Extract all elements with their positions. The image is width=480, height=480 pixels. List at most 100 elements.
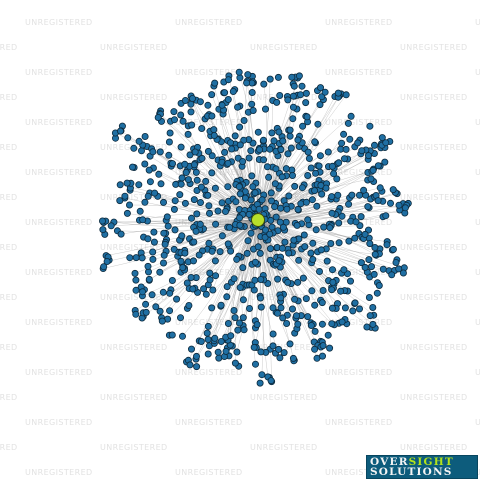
graph-node bbox=[389, 245, 397, 253]
graph-node bbox=[203, 329, 211, 337]
graph-node bbox=[187, 345, 195, 353]
graph-node bbox=[289, 115, 297, 123]
graph-node bbox=[159, 198, 167, 206]
graph-node bbox=[365, 293, 373, 301]
graph-node bbox=[337, 287, 345, 295]
graph-node bbox=[311, 345, 319, 353]
graph-node bbox=[261, 226, 269, 234]
graph-node bbox=[304, 313, 312, 321]
graph-node bbox=[328, 266, 336, 274]
graph-node bbox=[307, 164, 315, 172]
graph-node bbox=[117, 230, 125, 238]
graph-node bbox=[259, 136, 267, 144]
graph-node bbox=[266, 75, 274, 83]
graph-node bbox=[166, 289, 174, 297]
graph-node bbox=[268, 223, 276, 231]
graph-node bbox=[187, 214, 195, 222]
graph-node bbox=[181, 249, 189, 257]
graph-node bbox=[284, 96, 292, 104]
graph-node bbox=[217, 337, 225, 345]
graph-node bbox=[269, 330, 277, 338]
graph-edge bbox=[192, 219, 259, 290]
graph-node bbox=[361, 230, 369, 238]
graph-node bbox=[344, 119, 352, 127]
watermark-text: UNREGISTERED bbox=[475, 168, 480, 177]
graph-node bbox=[351, 299, 359, 307]
graph-node bbox=[256, 146, 264, 154]
graph-node bbox=[177, 143, 185, 151]
graph-node bbox=[299, 122, 307, 130]
graph-node bbox=[149, 255, 157, 263]
graph-node bbox=[314, 120, 322, 128]
graph-node bbox=[235, 319, 243, 327]
graph-node bbox=[227, 247, 235, 255]
graph-node bbox=[204, 191, 212, 199]
graph-node bbox=[305, 154, 313, 162]
graph-node bbox=[328, 304, 336, 312]
graph-node bbox=[190, 161, 198, 169]
graph-node bbox=[138, 254, 146, 262]
watermark-text: UNREGISTERED bbox=[175, 118, 243, 127]
graph-node bbox=[124, 134, 132, 142]
watermark-text: UNREGISTERED bbox=[0, 443, 18, 452]
graph-node bbox=[192, 168, 200, 176]
graph-node bbox=[355, 305, 363, 313]
graph-node bbox=[289, 92, 297, 100]
graph-node bbox=[255, 205, 263, 213]
graph-node bbox=[221, 148, 229, 156]
graph-node bbox=[254, 243, 262, 251]
graph-node bbox=[150, 228, 158, 236]
graph-node bbox=[285, 192, 293, 200]
graph-node bbox=[321, 88, 329, 96]
graph-node bbox=[323, 257, 331, 265]
graph-node bbox=[224, 159, 232, 167]
graph-node bbox=[324, 148, 332, 156]
graph-node bbox=[208, 152, 216, 160]
graph-node bbox=[240, 136, 248, 144]
watermark-text: UNREGISTERED bbox=[475, 268, 480, 277]
graph-node bbox=[284, 278, 292, 286]
graph-node bbox=[239, 314, 247, 322]
graph-edge bbox=[257, 151, 277, 221]
graph-node bbox=[132, 286, 140, 294]
watermark-text: UNREGISTERED bbox=[0, 393, 18, 402]
graph-node bbox=[244, 237, 252, 245]
graph-node bbox=[243, 249, 251, 257]
watermark-text: UNREGISTERED bbox=[250, 93, 318, 102]
graph-node bbox=[308, 287, 316, 295]
graph-node bbox=[193, 363, 201, 371]
watermark-text: UNREGISTERED bbox=[25, 418, 93, 427]
graph-node bbox=[395, 201, 403, 209]
graph-edge bbox=[225, 219, 259, 338]
graph-node bbox=[211, 184, 219, 192]
watermark-text: UNREGISTERED bbox=[325, 268, 393, 277]
graph-node bbox=[206, 269, 214, 277]
graph-node bbox=[141, 132, 149, 140]
graph-node bbox=[342, 145, 350, 153]
graph-node bbox=[311, 327, 319, 335]
graph-node bbox=[196, 220, 204, 228]
watermark-text: UNREGISTERED bbox=[475, 368, 480, 377]
graph-node bbox=[312, 226, 320, 234]
graph-node bbox=[335, 159, 343, 167]
graph-node bbox=[100, 263, 108, 271]
graph-node bbox=[251, 189, 259, 197]
graph-node bbox=[235, 183, 243, 191]
graph-node bbox=[338, 318, 346, 326]
graph-node bbox=[165, 151, 173, 159]
watermark-text: UNREGISTERED bbox=[0, 293, 18, 302]
graph-node bbox=[279, 314, 287, 322]
graph-node bbox=[329, 278, 337, 286]
graph-node bbox=[130, 144, 138, 152]
graph-node bbox=[216, 248, 224, 256]
graph-node bbox=[131, 269, 139, 277]
graph-node bbox=[146, 178, 154, 186]
graph-node bbox=[198, 125, 206, 133]
graph-node bbox=[289, 354, 297, 362]
graph-node bbox=[302, 198, 310, 206]
graph-node bbox=[176, 314, 184, 322]
graph-node bbox=[186, 151, 194, 159]
graph-node bbox=[197, 337, 205, 345]
graph-node bbox=[296, 91, 304, 99]
graph-edge bbox=[257, 219, 274, 308]
